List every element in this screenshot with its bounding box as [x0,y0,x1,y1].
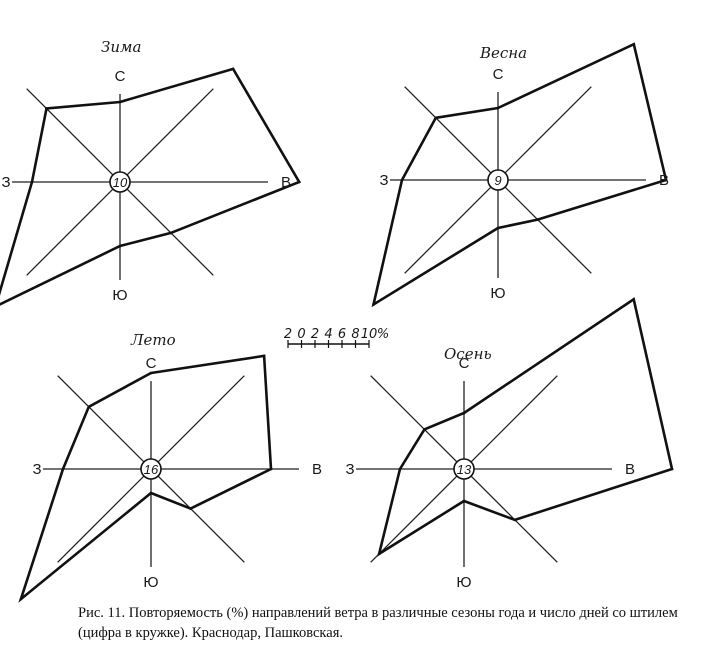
data-point-В [297,180,301,184]
calm-circle [487,169,509,191]
wind-frequency-polygon [0,67,302,306]
data-point-Ю [149,491,153,495]
direction-label-north: С [493,66,504,83]
data-point-В [269,467,273,471]
scale-tick-label: 8 [351,327,359,342]
direction-label-north: С [115,68,126,85]
data-point-ЮЗ [19,597,23,601]
direction-label-east: В [659,172,669,189]
calm-circle [109,171,131,193]
calm-days-value: 10 [113,175,128,190]
calm-circle [453,458,475,480]
direction-label-west: З [345,461,354,478]
scale-tick-label: 4 [324,327,332,342]
direction-label-west: З [32,461,41,478]
data-point-ЮЗ [377,552,381,556]
calm-days-value: 13 [457,462,472,477]
data-point-СВ [231,67,235,71]
data-point-С [149,371,153,375]
direction-label-south: Ю [456,574,471,591]
season-title: Зима [101,38,141,56]
data-point-ЮВ [513,518,517,522]
data-point-Ю [496,226,500,230]
data-point-СЗ [423,428,426,431]
data-point-СЗ [434,116,438,120]
data-point-ЮВ [536,218,539,221]
direction-label-south: Ю [143,574,158,591]
scale-tick-label: 10 [361,327,378,342]
caption-lead: Рис. 11. [78,605,126,621]
data-point-ЮВ [169,231,173,235]
direction-label-west: З [1,174,10,191]
data-point-З [398,467,402,471]
calm-days-value: 9 [494,173,501,188]
data-point-З [61,467,65,471]
calm-days-value: 16 [144,462,159,477]
scale-tick-label: 2 [311,327,319,342]
data-point-СЗ [45,107,48,110]
data-point-С [462,411,466,415]
data-point-С [496,106,500,110]
direction-label-south: Ю [112,287,127,304]
direction-label-east: В [312,461,322,478]
data-point-В [664,178,668,182]
data-point-СВ [632,298,635,301]
direction-label-north: С [146,355,157,372]
data-point-Ю [118,244,122,248]
data-point-ЮВ [189,507,192,510]
data-point-СВ [262,354,266,358]
season-title: Лето [130,331,176,349]
direction-label-north: С [459,355,470,372]
direction-label-west: З [379,172,388,189]
data-point-З [30,180,34,184]
scale-tick-label: 0 [297,327,305,342]
wind-frequency-polygon [377,297,674,557]
data-point-Ю [462,499,466,503]
data-point-В [670,467,674,471]
season-title: Осень [444,345,492,363]
wind-frequency-polygon [371,42,668,308]
scale-tick-label: 2 [284,327,292,342]
data-point-С [118,100,122,104]
direction-label-east: В [281,174,291,191]
data-point-З [400,178,404,182]
caption-text: Повторяемость (%) направлений ветра в ра… [78,605,678,641]
calm-circle [140,458,162,480]
scale-tick-label: 6 [338,327,346,342]
data-point-ЮЗ [372,303,375,306]
scale-unit: % [377,327,389,342]
direction-label-east: В [625,461,635,478]
figure-caption: Рис. 11. Повторяемость (%) направлений в… [78,603,698,643]
season-title: Весна [479,44,527,62]
data-point-СЗ [87,405,91,409]
direction-label-south: Ю [490,285,505,302]
data-point-СВ [632,42,636,46]
